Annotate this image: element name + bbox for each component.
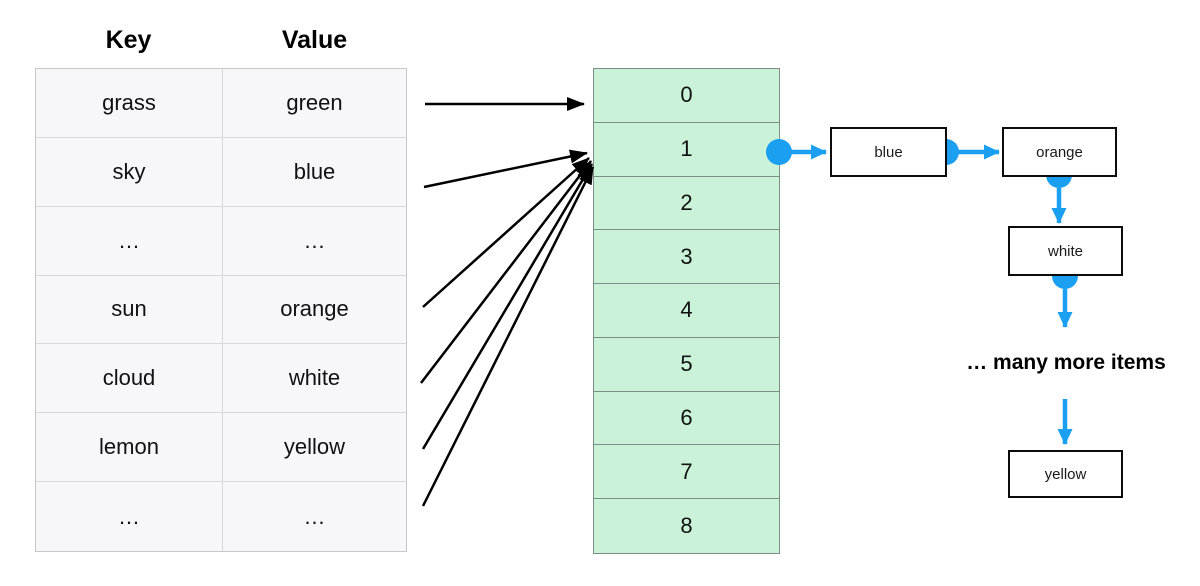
key-cell: grass <box>36 69 223 137</box>
value-cell: blue <box>293 158 336 184</box>
table-row: sun orange <box>36 275 406 345</box>
value-cell: yellow <box>283 434 346 460</box>
table-row: cloud white <box>36 344 406 414</box>
bucket-array: 0 1 2 3 4 5 6 7 8 <box>593 68 780 554</box>
bucket-cell-4: 4 <box>594 284 779 338</box>
table-row: sky blue <box>36 137 406 207</box>
many-more-items-note: … many more items <box>966 351 1166 374</box>
value-column-header: Value <box>281 26 348 54</box>
hash-arrow-sun-to-bucket-1 <box>422 157 590 308</box>
list-node-yellow: yellow <box>1008 450 1123 498</box>
bucket-cell-7: 7 <box>594 445 779 500</box>
value-cell: green <box>286 89 343 115</box>
hash-arrow-sky-to-bucket-1 <box>423 149 588 189</box>
table-row: … … <box>36 206 406 276</box>
bucket-cell-0: 0 <box>594 69 779 123</box>
table-row: lemon yellow <box>36 413 406 483</box>
key-cell: sun <box>36 275 223 344</box>
value-cell: … <box>303 227 326 253</box>
list-node-white: white <box>1008 226 1123 276</box>
key-cell: … <box>36 206 223 275</box>
bucket-cell-6: 6 <box>594 392 779 446</box>
hash-arrow-lemon-to-bucket-1 <box>421 163 594 450</box>
value-cell: orange <box>280 296 349 322</box>
bucket-cell-3: 3 <box>594 230 779 285</box>
bucket-cell-8: 8 <box>680 513 693 539</box>
hash-arrow-ellipsis-to-bucket-1 <box>421 166 595 507</box>
bucket-cell-1: 1 <box>594 123 779 177</box>
value-cell: white <box>288 365 341 391</box>
value-cell: … <box>303 503 326 529</box>
table-row: … … <box>36 482 406 551</box>
key-cell: … <box>36 482 223 551</box>
hash-arrow-cloud-to-bucket-1 <box>420 160 592 384</box>
bucket-cell-5: 5 <box>594 338 779 392</box>
table-row: grass green <box>36 69 406 138</box>
list-node-orange: orange <box>1002 127 1117 177</box>
key-value-table: grass green sky blue … … sun orange clou… <box>35 68 407 552</box>
key-cell: sky <box>36 137 223 206</box>
bucket-cell-2: 2 <box>594 177 779 231</box>
key-cell: cloud <box>36 344 223 413</box>
key-cell: lemon <box>36 413 223 482</box>
list-node-blue: blue <box>830 127 947 177</box>
key-column-header: Key <box>105 26 152 54</box>
